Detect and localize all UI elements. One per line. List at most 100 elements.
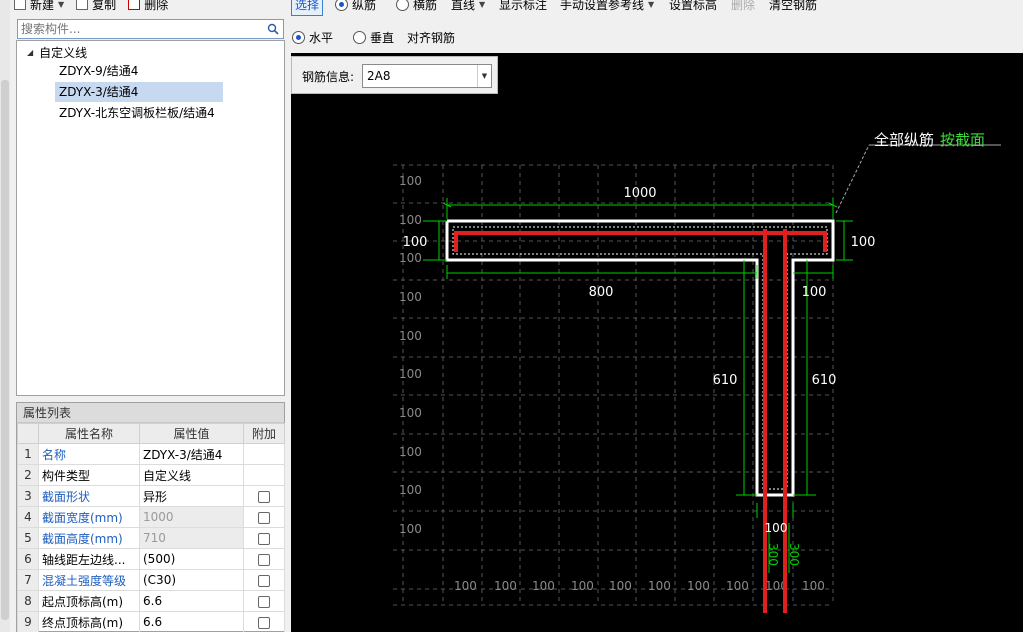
property-value[interactable]: (500) [139, 548, 244, 570]
radio-horizontal-dot[interactable] [292, 31, 305, 44]
extra-checkbox[interactable] [258, 490, 270, 503]
collapse-triangle-icon[interactable]: ◢ [27, 47, 34, 57]
dim-stem-left[interactable]: 610 [713, 373, 738, 388]
dim-bottom-right[interactable]: 100 [802, 285, 827, 300]
property-value[interactable]: 6.6 [139, 590, 244, 612]
dim-stem-right[interactable]: 610 [812, 373, 837, 388]
radio-transverse[interactable]: 横筋 [396, 0, 437, 13]
extra-checkbox[interactable] [258, 574, 270, 587]
property-extra [243, 527, 285, 549]
property-extra [243, 485, 285, 507]
grid-label: 100 [454, 579, 477, 593]
select-button[interactable]: 选择 [291, 0, 323, 16]
grid-label: 100 [765, 579, 788, 593]
property-name: 截面形状 [38, 485, 140, 507]
radio-transverse-dot[interactable] [396, 0, 409, 11]
property-value[interactable]: 异形 [139, 485, 244, 507]
chevron-down-icon: ▼ [479, 0, 486, 9]
property-header-row: 属性名称 属性值 附加 [17, 423, 285, 444]
grid-label: 100 [399, 445, 422, 459]
scroll-thumb[interactable] [1, 80, 9, 620]
annotation-all-longitudinal[interactable]: 全部纵筋按截面 [874, 131, 985, 149]
radio-vertical[interactable]: 垂直 [353, 29, 394, 46]
extra-checkbox[interactable] [258, 616, 270, 629]
section-outline[interactable] [445, 219, 835, 497]
tree-item-zdyx-9[interactable]: ZDYX-9/结通4 [59, 64, 139, 78]
dim-top-width[interactable]: 1000 [623, 186, 656, 201]
radio-horizontal-label: 水平 [309, 31, 334, 45]
show-annotation-button[interactable]: 显示标注 [499, 0, 548, 12]
delete-rebar-button[interactable]: 删除 [731, 0, 756, 12]
new-file-icon [14, 0, 26, 10]
tree-item-zdyx-3[interactable]: ZDYX-3/结通4 [55, 82, 223, 102]
rebar-info-select[interactable]: 2A8 ▼ [362, 64, 492, 88]
extra-checkbox[interactable] [258, 553, 270, 566]
search-input[interactable] [18, 20, 263, 38]
extra-checkbox[interactable] [258, 532, 270, 545]
search-icon[interactable] [263, 20, 283, 38]
chevron-down-icon[interactable]: ▼ [477, 65, 491, 87]
extra-checkbox[interactable] [258, 511, 270, 524]
dim-bottom-left[interactable]: 800 [589, 285, 614, 300]
dim-right-height[interactable]: 100 [851, 235, 876, 250]
property-extra [243, 548, 285, 570]
dim-stem-bottom[interactable]: 100 [765, 521, 788, 535]
rebar-info-value: 2A8 [367, 69, 391, 83]
property-name: 名称 [38, 443, 140, 465]
delete-button[interactable]: 删除 [128, 0, 168, 13]
property-value[interactable]: 1000 [139, 506, 244, 528]
property-value[interactable]: (C30) [139, 569, 244, 591]
dim-left-height[interactable]: 100 [403, 235, 428, 250]
tree-root-label: 自定义线 [39, 45, 88, 60]
tree-root-custom-line[interactable]: ◢ 自定义线 [27, 43, 87, 61]
grid-label: 100 [399, 406, 422, 420]
rebar-top[interactable] [454, 231, 827, 252]
dim-vertical-a[interactable]: 300 [766, 543, 780, 566]
clear-rebar-button[interactable]: 清空钢筋 [769, 0, 818, 12]
new-label: 新建 [30, 0, 55, 12]
extra-checkbox[interactable] [258, 595, 270, 608]
set-elevation-button[interactable]: 设置标高 [669, 0, 718, 12]
manual-ref-line-dropdown[interactable]: 手动设置参考线 ▼ [560, 0, 654, 13]
line-dropdown[interactable]: 直线 ▼ [451, 0, 485, 13]
radio-vertical-dot[interactable] [353, 31, 366, 44]
rebar-info-panel: 钢筋信息: 2A8 ▼ [291, 56, 498, 94]
property-value[interactable]: 6.6 [139, 611, 244, 632]
delete-icon [128, 0, 141, 10]
radio-horizontal[interactable]: 水平 [292, 29, 333, 46]
radio-longitudinal-label: 纵筋 [352, 0, 377, 12]
row-number: 7 [17, 569, 39, 591]
row-number: 3 [17, 485, 39, 507]
manual-ref-label: 手动设置参考线 [560, 0, 645, 12]
property-name: 混凝土强度等级 [38, 569, 140, 591]
grid-lines [393, 164, 834, 606]
dim-vertical-b[interactable]: 300 [787, 543, 801, 566]
copy-button[interactable]: 复制 [76, 0, 116, 13]
radio-longitudinal[interactable]: 纵筋 [335, 0, 376, 13]
radio-longitudinal-dot[interactable] [335, 0, 348, 11]
property-value[interactable]: 710 [139, 527, 244, 549]
property-extra [243, 506, 285, 528]
left-scrollbar[interactable] [0, 0, 10, 632]
property-value[interactable]: 自定义线 [139, 464, 244, 486]
new-button[interactable]: 新建 ▼ [14, 0, 64, 13]
property-list-title: 属性列表 [17, 403, 284, 423]
tree-item-zdyx-north-east[interactable]: ZDYX-北东空调板栏板/结通4 [59, 106, 215, 120]
align-rebar-button[interactable]: 对齐钢筋 [407, 31, 456, 45]
search-box [17, 19, 284, 39]
col-value-header: 属性值 [139, 423, 244, 444]
rebar-info-label: 钢筋信息: [302, 70, 355, 84]
property-value[interactable]: ZDYX-3/结通4 [139, 443, 244, 465]
